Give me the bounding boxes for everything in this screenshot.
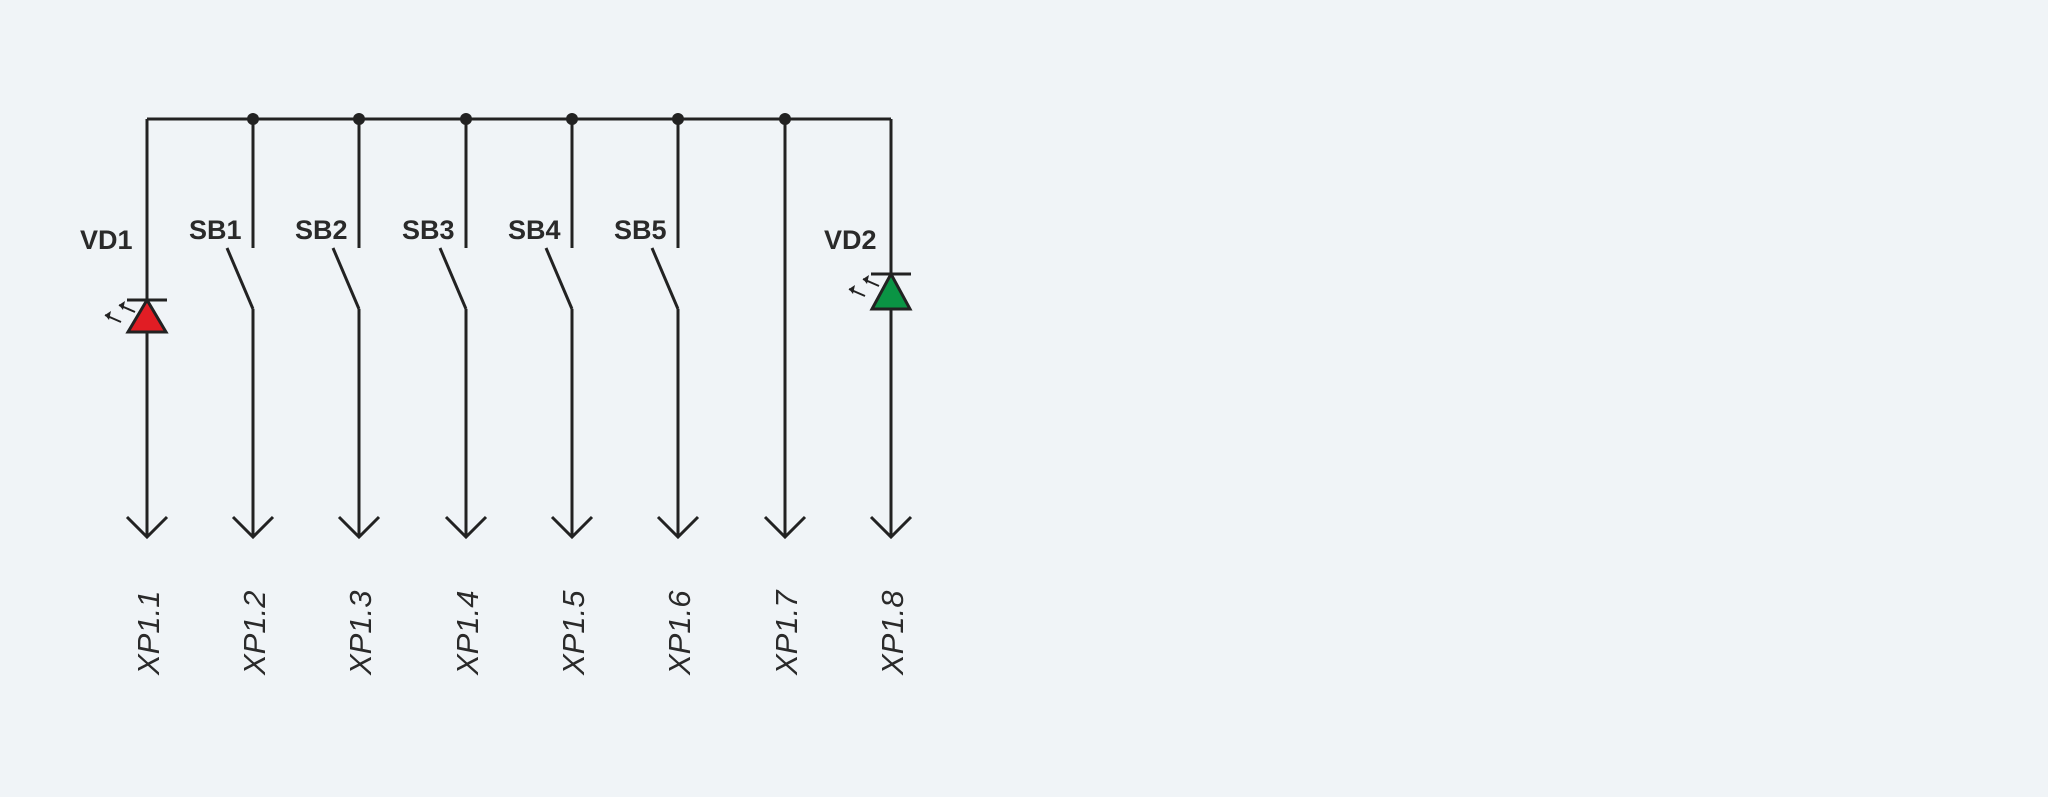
- switch-label-3: SB3: [402, 215, 455, 245]
- led-vd1-diode-icon: [125, 297, 169, 334]
- wiring: [125, 113, 913, 540]
- labels: XP1.1 XP1.2 XP1.3 XP1.4 XP1.5 XP1.6 XP1.7 XP1.8…: [80, 215, 910, 676]
- switch-blade: [225, 247, 255, 310]
- switch-label-4: SB4: [508, 215, 561, 245]
- switch-label-1: SB1: [189, 215, 242, 245]
- components: [104, 270, 913, 334]
- switch-blade: [544, 247, 574, 310]
- led-vd2-diode-icon: [869, 270, 913, 311]
- pin-label-1: XP1.1: [131, 591, 166, 676]
- switch-blade: [438, 247, 468, 310]
- switch-blade: [650, 247, 680, 310]
- pin-label-3: XP1.3: [343, 591, 378, 676]
- pin-label-4: XP1.4: [450, 591, 485, 676]
- switch-blade: [331, 247, 361, 310]
- led-label-vd2: VD2: [824, 225, 877, 255]
- pin-label-6: XP1.6: [662, 590, 697, 676]
- light-ray-arrowhead-icon: [119, 301, 125, 310]
- pin-label-5: XP1.5: [556, 590, 591, 676]
- pin-label-2: XP1.2: [237, 591, 272, 676]
- pin-label-7: XP1.7: [769, 589, 804, 676]
- light-ray-arrowhead-icon: [863, 275, 869, 284]
- light-ray-arrowhead-icon: [849, 285, 855, 294]
- led-label-vd1: VD1: [80, 225, 133, 255]
- pin-label-8: XP1.8: [875, 590, 910, 676]
- switch-label-5: SB5: [614, 215, 667, 245]
- light-ray-arrowhead-icon: [105, 311, 111, 320]
- switch-label-2: SB2: [295, 215, 348, 245]
